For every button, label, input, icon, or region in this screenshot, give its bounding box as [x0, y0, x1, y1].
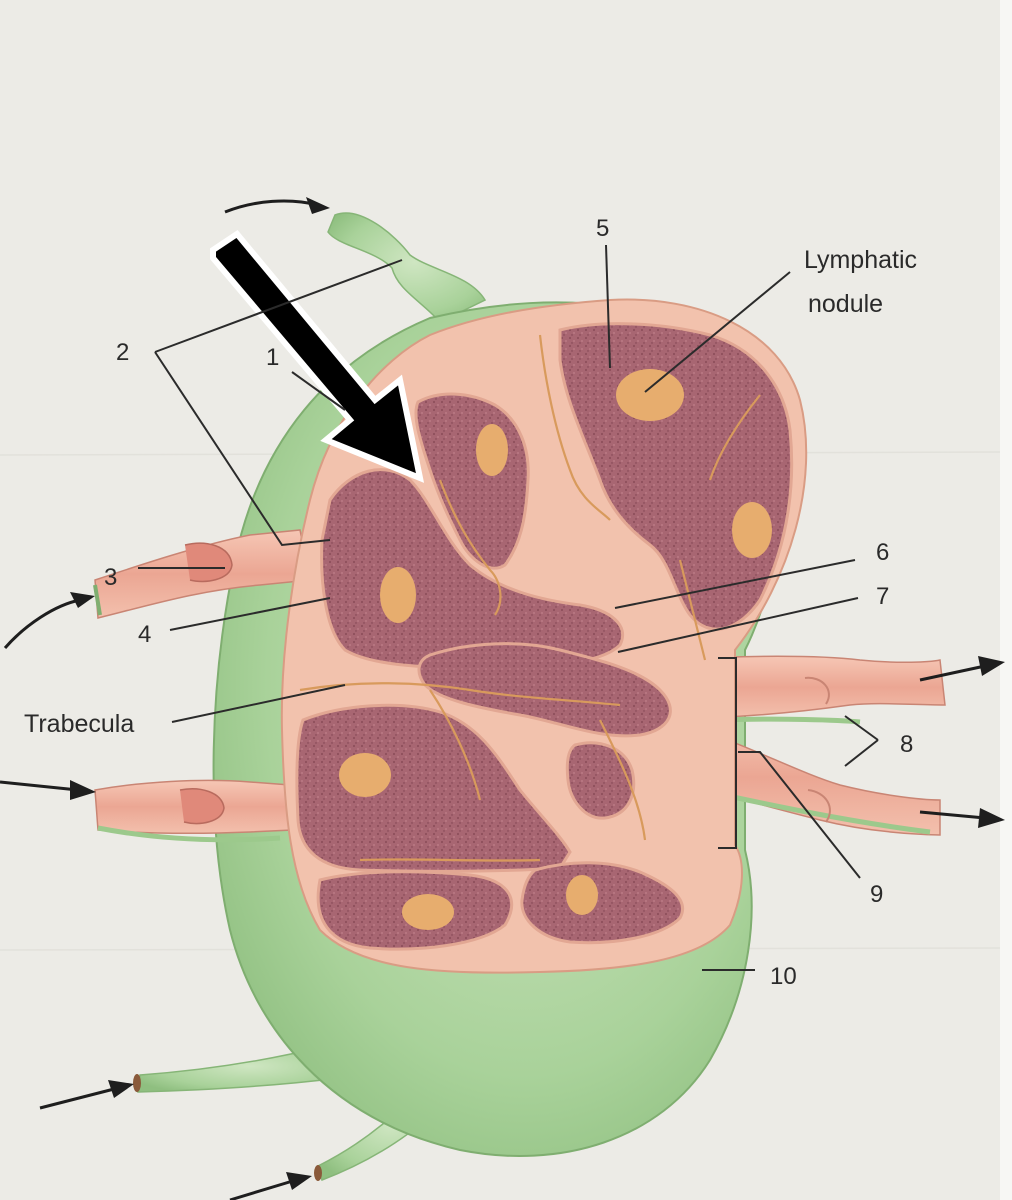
label-2: 2 — [116, 339, 129, 366]
leader-5 — [605, 244, 611, 369]
leader-6 — [614, 559, 856, 609]
label-10: 10 — [770, 963, 797, 990]
label-lymphatic-line2: nodule — [808, 290, 883, 318]
flow-arrow-bottom-upper — [39, 1086, 119, 1110]
label-lymphatic-line1: Lymphatic — [804, 246, 917, 274]
label-3: 3 — [104, 564, 117, 591]
leader-4 — [169, 597, 331, 631]
labels: 2 1 3 4 5 Lymphatic nodule 6 7 Trabecula… — [24, 215, 917, 990]
label-trabecula: Trabecula — [24, 710, 134, 738]
flow-arrow-bottom-lower — [229, 1178, 297, 1200]
leader-7 — [617, 597, 859, 653]
label-7: 7 — [876, 583, 889, 610]
flow-arrow-right-upper — [919, 664, 986, 682]
germinal-centers — [339, 369, 772, 930]
label-4: 4 — [138, 621, 151, 648]
flow-arrow-right-lower — [919, 810, 986, 820]
leader-lymphatic — [644, 271, 791, 393]
flow-arrows — [0, 197, 1005, 1200]
label-9: 9 — [870, 881, 883, 908]
label-5: 5 — [596, 215, 609, 242]
leader-9 — [738, 751, 861, 879]
leader-2 — [154, 259, 403, 547]
afferent-vessels-pink — [93, 529, 311, 843]
bracket-9 — [718, 657, 737, 849]
leader-trabecula — [171, 684, 346, 723]
flow-arrow-left-lower — [0, 780, 79, 792]
leader-8 — [844, 715, 879, 767]
leader-1 — [291, 371, 346, 411]
trabeculae — [299, 334, 761, 862]
flow-arrow-left-upper — [3, 598, 81, 649]
leader-lines — [138, 244, 879, 971]
label-1: 1 — [266, 344, 279, 371]
label-6: 6 — [876, 539, 889, 566]
pointer-arrow — [210, 230, 425, 483]
label-8: 8 — [900, 731, 913, 758]
